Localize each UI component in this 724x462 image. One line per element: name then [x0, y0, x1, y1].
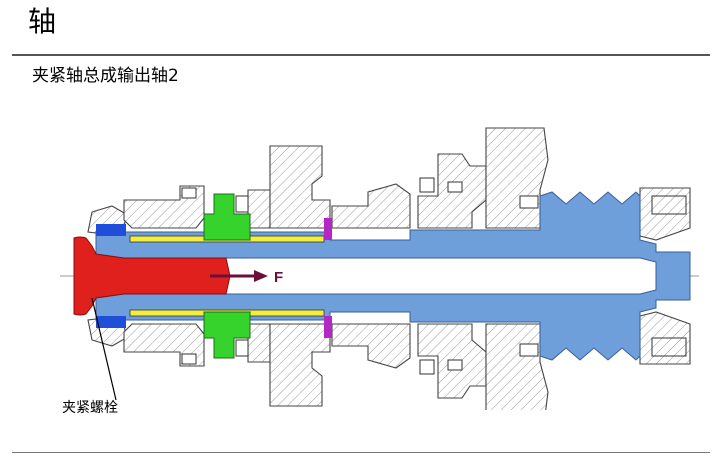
gear-lower [203, 311, 251, 359]
force-arrow-head [254, 270, 268, 282]
clamp-bolt [73, 236, 231, 316]
callout-leader [91, 297, 117, 401]
shaft-assembly-diagram: F [60, 127, 700, 410]
ring-upper [324, 218, 332, 240]
seal-upper [96, 224, 126, 236]
subtitle: 夹紧轴总成输出轴2 [32, 66, 179, 86]
force-label: F [274, 269, 283, 286]
page-title: 轴 [28, 5, 57, 38]
ring-lower [324, 316, 332, 338]
bearing-details [181, 177, 687, 375]
gear-upper [203, 193, 251, 241]
seal-lower [96, 316, 126, 328]
clamp-bolt-label: 夹紧螺栓 [62, 400, 118, 416]
header-divider [12, 54, 710, 56]
footer-divider [12, 452, 710, 453]
